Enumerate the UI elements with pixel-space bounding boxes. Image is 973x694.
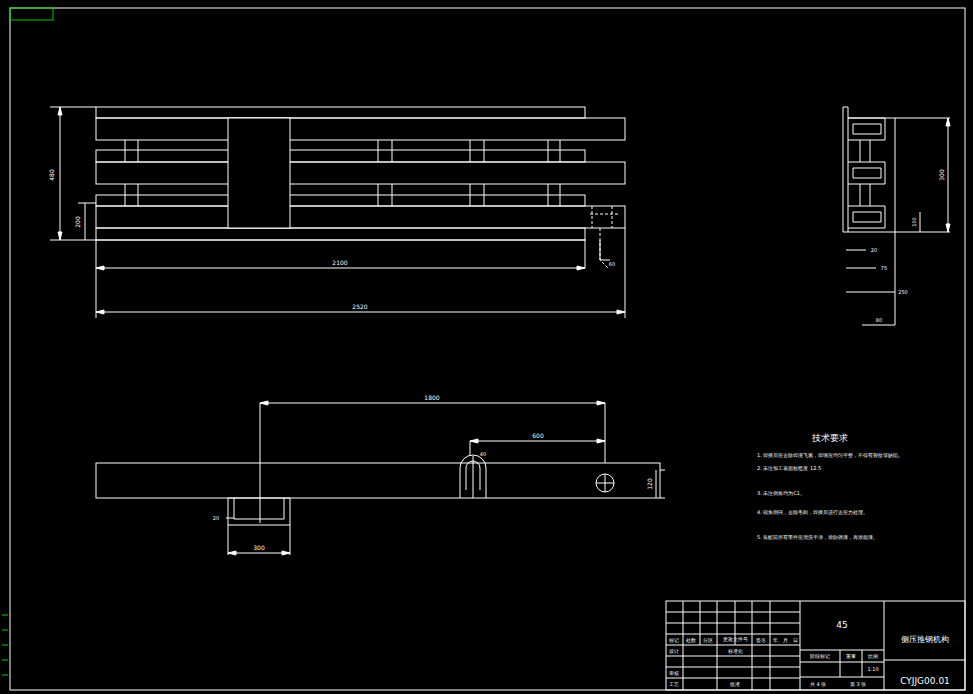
title-block-text: 签名 [756, 638, 766, 643]
dimension-text: 100 [912, 217, 917, 227]
title-block-text: 审核 [669, 671, 679, 676]
title-block-text: 处数 [686, 638, 696, 643]
top-view [50, 107, 625, 318]
note-text: 2. 未注加工表面粗糙度 12.5 [757, 466, 821, 471]
dimension-text: 75 [881, 266, 887, 271]
note-text: 4. 锐角倒钝，去除毛刺，焊接后进行去应力处理。 [757, 510, 868, 515]
front-view [96, 401, 665, 555]
dimension-text: 200 [75, 216, 81, 227]
dimension-text: 300 [939, 169, 945, 180]
side-view [843, 107, 950, 325]
note-text: 5. 装配前所有零件应清洗干净，涂防锈漆，再涂面漆。 [757, 535, 878, 540]
title-block-text: 年、月、日 [773, 638, 798, 643]
title-block-text: 重量 [846, 654, 856, 659]
title-block-text: 比例 [868, 654, 878, 659]
title-block-text: 工艺 [669, 682, 679, 687]
title-block-text: 1:10 [867, 667, 878, 672]
dimension-text: 2520 [352, 304, 367, 310]
title-block-text: CYJJG00.01 [900, 677, 950, 686]
title-block-text: 共 4 张 [810, 682, 826, 687]
corner-box [10, 8, 53, 20]
title-block-text: 阶段标记 [810, 654, 830, 659]
sheet-frame [10, 8, 965, 690]
note-text: 3. 未注倒角均为C1。 [757, 491, 805, 496]
title-block-text: 标记 [669, 638, 679, 643]
title-block-text: 第 3 张 [850, 682, 866, 687]
dimension-text: 300 [253, 545, 264, 551]
dimension-text: 80 [876, 318, 882, 323]
title-block-text: 侧压推钢机构 [901, 636, 949, 644]
dimension-text: 480 [49, 169, 55, 180]
title-block-text: 批准 [730, 682, 740, 687]
title-block-text: 分区 [703, 638, 713, 643]
dimension-text: 20 [213, 516, 219, 521]
dimension-text: 60 [609, 262, 615, 267]
title-block-text: 标准化 [728, 649, 743, 654]
dimension-text: 120 [647, 478, 653, 489]
note-text: 1. 焊接后应去除焊渣飞溅，焊缝应均匀平整，不得有裂纹等缺陷。 [757, 453, 903, 458]
title-block-text: 更改文件号 [723, 638, 748, 643]
dimension-text: 40 [480, 452, 486, 457]
tick-marks [2, 615, 8, 675]
title-block-text: 45 [836, 621, 847, 630]
title-block-text: 设计 [669, 649, 679, 654]
dimension-text: 20 [871, 248, 877, 253]
dimension-text: 2100 [332, 260, 347, 266]
note-text: 技术要求 [812, 434, 848, 443]
title-block [666, 601, 965, 690]
dimension-text: 600 [532, 433, 543, 439]
dimension-text: 250 [898, 290, 908, 295]
dimension-text: 1800 [424, 395, 439, 401]
